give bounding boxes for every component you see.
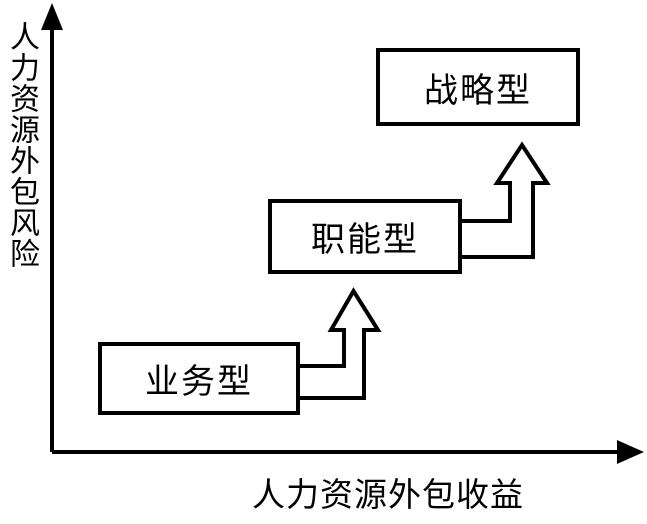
x-axis-label: 人力资源外包收益 [252, 478, 524, 514]
box-strategic: 战略型 [376, 48, 580, 126]
y-axis-arrowhead-icon [41, 3, 63, 30]
box-business-label: 业务型 [145, 364, 253, 401]
x-axis-arrowhead-icon [617, 440, 644, 464]
box-functional: 职能型 [268, 199, 462, 274]
step-arrow-business-to-functional-icon [298, 287, 382, 400]
box-functional-label: 职能型 [311, 222, 419, 259]
step-arrow-functional-to-strategic-icon [460, 141, 551, 259]
box-strategic-label: 战略型 [424, 72, 532, 110]
box-business: 业务型 [98, 342, 300, 415]
y-axis-label: 人力资源外包风险 [5, 21, 38, 269]
